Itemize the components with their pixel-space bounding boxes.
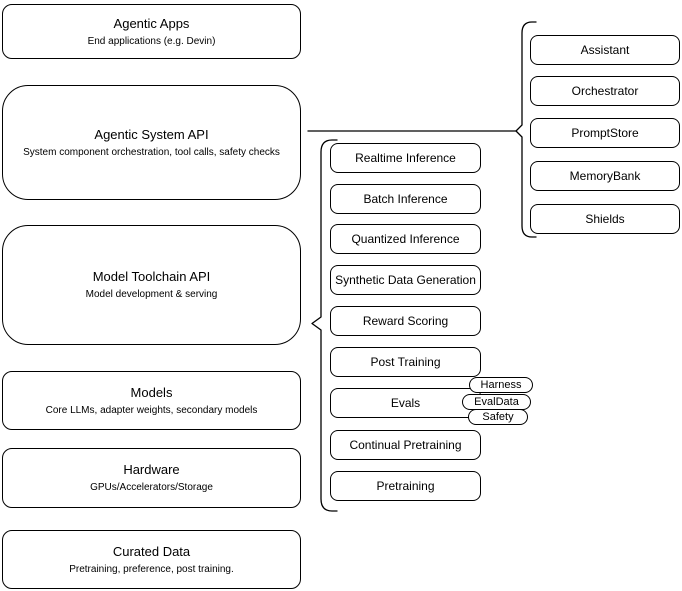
node-agentic-system-api: Agentic System API System component orch… [2,85,301,200]
node-continual-pretraining: Continual Pretraining [330,430,481,460]
node-hardware: Hardware GPUs/Accelerators/Storage [2,448,301,508]
node-orchestrator: Orchestrator [530,76,680,106]
node-subtitle: Core LLMs, adapter weights, secondary mo… [45,404,258,416]
node-model-toolchain-api: Model Toolchain API Model development & … [2,225,301,345]
right-bracket-icon [515,21,537,238]
node-synthetic-data-generation: Synthetic Data Generation [330,265,481,295]
node-title: Curated Data [112,543,191,559]
node-subtitle: Model development & serving [85,289,218,300]
node-models: Models Core LLMs, adapter weights, secon… [2,371,301,430]
node-subtitle: GPUs/Accelerators/Storage [90,482,213,493]
middle-bracket-icon [311,139,338,512]
node-shields: Shields [530,204,680,234]
node-subtitle: System component orchestration, tool cal… [23,146,280,158]
node-title: Agentic System API [94,126,209,142]
node-assistant: Assistant [530,35,680,65]
node-promptstore: PromptStore [530,118,680,148]
node-memorybank: MemoryBank [530,161,680,191]
node-subtitle: Pretraining, preference, post training. [69,563,234,575]
node-curated-data: Curated Data Pretraining, preference, po… [2,530,301,589]
node-batch-inference: Batch Inference [330,184,481,214]
node-title: Models [130,384,173,400]
pill-evaldata: EvalData [462,394,531,410]
node-agentic-apps: Agentic Apps End applications (e.g. Devi… [2,4,301,59]
pill-safety: Safety [468,409,528,425]
node-reward-scoring: Reward Scoring [330,306,481,336]
pill-harness: Harness [469,377,533,393]
node-post-training: Post Training [330,347,481,377]
node-subtitle: End applications (e.g. Devin) [87,35,216,47]
node-realtime-inference: Realtime Inference [330,143,481,173]
node-title: Agentic Apps [113,15,190,31]
node-evals: Evals [330,388,481,418]
node-title: Hardware [123,462,180,477]
node-pretraining: Pretraining [330,471,481,501]
node-quantized-inference: Quantized Inference [330,224,481,254]
node-title: Model Toolchain API [92,269,211,284]
